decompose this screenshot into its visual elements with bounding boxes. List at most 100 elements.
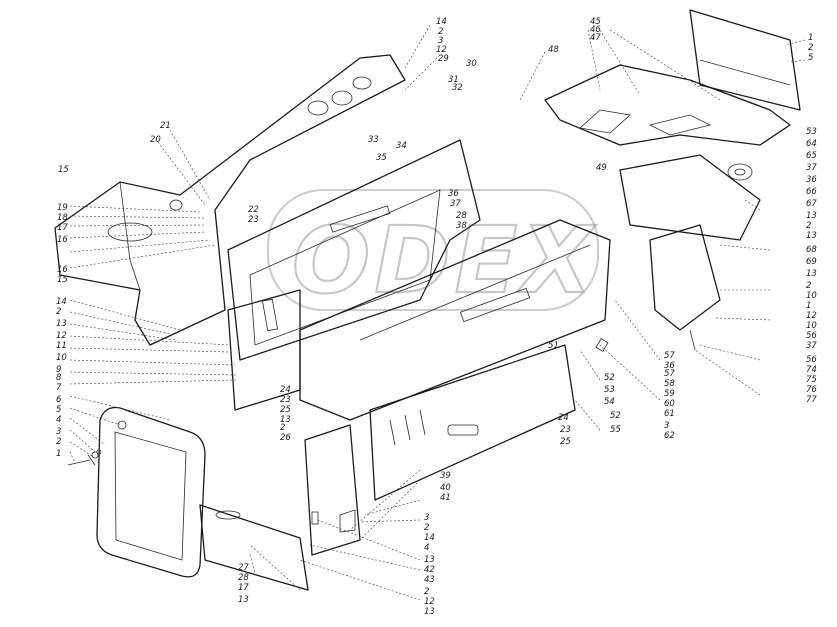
callout-2: 2 [806, 221, 811, 231]
callout-3: 3 [664, 421, 669, 431]
callout-10: 10 [56, 353, 67, 363]
callout-2: 2 [280, 423, 285, 433]
callout-48: 48 [548, 45, 559, 55]
callout-42: 42 [424, 565, 435, 575]
callout-35: 35 [376, 153, 387, 163]
callout-1: 1 [56, 449, 61, 459]
callout-28: 28 [456, 211, 467, 221]
callout-11: 11 [56, 341, 67, 351]
callout-54: 54 [604, 397, 615, 407]
callout-13: 13 [806, 231, 817, 241]
callout-12: 12 [424, 597, 435, 607]
callout-17: 17 [57, 223, 68, 233]
callout-3: 3 [424, 513, 429, 523]
callout-36: 36 [664, 361, 675, 371]
callout-53: 53 [604, 385, 615, 395]
callout-2: 2 [56, 437, 61, 447]
callout-58: 58 [664, 379, 675, 389]
callout-56: 56 [806, 355, 817, 365]
callout-10: 10 [806, 291, 817, 301]
callout-37: 37 [806, 341, 817, 351]
callout-74: 74 [806, 365, 817, 375]
callout-12: 12 [56, 331, 67, 341]
callout-2: 2 [56, 307, 61, 317]
callout-52: 52 [610, 411, 621, 421]
callout-26: 26 [280, 433, 291, 443]
callout-33: 33 [368, 135, 379, 145]
callout-30: 30 [466, 59, 477, 69]
callout-15: 15 [57, 275, 68, 285]
callout-28: 28 [238, 573, 249, 583]
callout-64: 64 [806, 139, 817, 149]
left-vertical-panel [227, 289, 301, 411]
callout-2: 2 [438, 27, 443, 37]
hood-panel [54, 54, 406, 346]
callout-41: 41 [440, 493, 451, 503]
callout-16: 16 [57, 235, 68, 245]
door-panel [304, 424, 361, 556]
callout-17: 17 [238, 583, 249, 593]
callout-7: 7 [56, 383, 62, 393]
callout-13: 13 [806, 211, 817, 221]
callout-62: 62 [664, 431, 675, 441]
callout-51: 51 [548, 341, 559, 351]
callout-1: 1 [808, 33, 813, 43]
callout-14: 14 [56, 297, 67, 307]
callout-53: 53 [806, 127, 817, 137]
callout-40: 40 [440, 483, 451, 493]
callout-37: 37 [450, 199, 461, 209]
side-panel-right [299, 219, 611, 421]
mid-right-plate [619, 154, 761, 241]
callout-6: 6 [56, 395, 62, 405]
callout-67: 67 [806, 199, 817, 209]
callout-2: 2 [806, 281, 811, 291]
callout-21: 21 [160, 121, 171, 131]
callout-55: 55 [610, 425, 621, 435]
callout-14: 14 [424, 533, 435, 543]
leader-lines [69, 24, 806, 601]
callout-12: 12 [806, 311, 817, 321]
callout-24: 24 [558, 413, 569, 423]
callout-77: 77 [806, 395, 817, 405]
floor-pan [544, 64, 791, 146]
callout-47: 47 [590, 33, 601, 43]
callout-13: 13 [238, 595, 249, 605]
watermark: ODEX [267, 189, 599, 315]
callout-13: 13 [424, 607, 435, 617]
callout-59: 59 [664, 389, 675, 399]
callout-3: 3 [56, 427, 61, 437]
callout-5: 5 [808, 53, 813, 63]
right-bracket [649, 224, 721, 351]
callout-5: 5 [56, 405, 61, 415]
fasteners [67, 338, 609, 533]
callout-18: 18 [57, 213, 68, 223]
callout-2: 2 [424, 587, 429, 597]
callout-39: 39 [440, 471, 451, 481]
callout-46: 46 [590, 25, 601, 35]
callout-34: 34 [396, 141, 407, 151]
callout-13: 13 [56, 319, 67, 329]
callout-20: 20 [150, 135, 161, 145]
callout-49: 49 [596, 163, 607, 173]
callout-19: 19 [57, 203, 68, 213]
callout-60: 60 [664, 399, 675, 409]
callout-61: 61 [664, 409, 675, 419]
callout-66: 66 [806, 187, 817, 197]
watermark-text: ODEX [292, 207, 596, 314]
bulkhead-panel [227, 139, 481, 361]
callout-69: 69 [806, 257, 817, 267]
callout-65: 65 [806, 151, 817, 161]
callout-25: 25 [280, 405, 291, 415]
callout-23: 23 [280, 395, 291, 405]
callout-10: 10 [806, 321, 817, 331]
callout-24: 24 [280, 385, 291, 395]
callout-75: 75 [806, 375, 817, 385]
callout-43: 43 [424, 575, 435, 585]
callout-57: 57 [664, 369, 675, 379]
callout-23: 23 [248, 215, 259, 225]
grille-frame [96, 406, 206, 578]
callout-13: 13 [280, 415, 291, 425]
callout-56: 56 [806, 331, 817, 341]
callout-68: 68 [806, 245, 817, 255]
